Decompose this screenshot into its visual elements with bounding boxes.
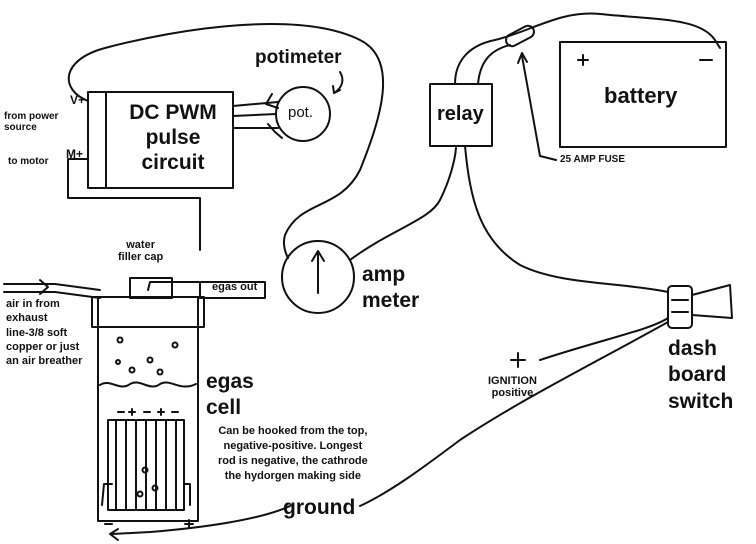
v-plus-terminal: V+ [70,93,86,107]
battery-box [559,41,727,148]
pot-label: pot. [288,104,314,121]
ground-wire [359,321,669,507]
amp-meter-label: amp meter [362,263,420,313]
pwm-line3: circuit [141,151,205,175]
water-line [99,381,197,388]
from-power-source-label: from power source [4,111,59,133]
potimeter-label: potimeter [255,47,342,68]
fuse-pointer [521,55,557,161]
ignition-label: IGNITION positive [488,375,537,399]
relay-box [429,83,493,147]
power-wire [67,23,384,259]
dash-switch-body [667,285,693,329]
cell-top-cap [91,296,205,328]
pwm-line2: pulse [145,126,201,150]
ground-return [111,505,291,535]
filler-cap [129,277,173,299]
ammeter-relay-wire [349,147,457,261]
relay-battery-wire-2 [477,44,511,85]
m-plus-terminal: M+ [66,147,84,161]
pot-leads [265,93,283,139]
hookup-note: Can be hooked from the top, negative-pos… [218,425,368,482]
pwm-line1: DC PWM [129,101,217,124]
to-motor-label: to motor [8,156,49,167]
amp-meter-dial [281,240,355,314]
air-in-line [3,283,101,299]
motor-wire [67,158,201,251]
battery-label: battery [604,83,678,108]
relay-battery-wire [454,12,721,85]
egas-cell-label: egas cell [206,370,254,420]
water-filler-cap-label: water filler cap [118,239,164,263]
air-in-label: air in from exhaust line-3/8 soft copper… [6,298,83,368]
pwm-title: DC PWM pulse circuit [114,100,232,176]
pwm-box [87,91,234,189]
relay-label: relay [437,103,484,125]
fuse [505,24,535,48]
ground-label: ground [283,496,356,519]
dash-switch-label: dash board switch [668,337,734,413]
egas-out-line [147,281,201,299]
fuse-label: 25 AMP FUSE [560,154,626,165]
ignition-wire [539,317,669,361]
egas-out-label: egas out [212,281,258,293]
relay-switch-wire [464,145,669,293]
